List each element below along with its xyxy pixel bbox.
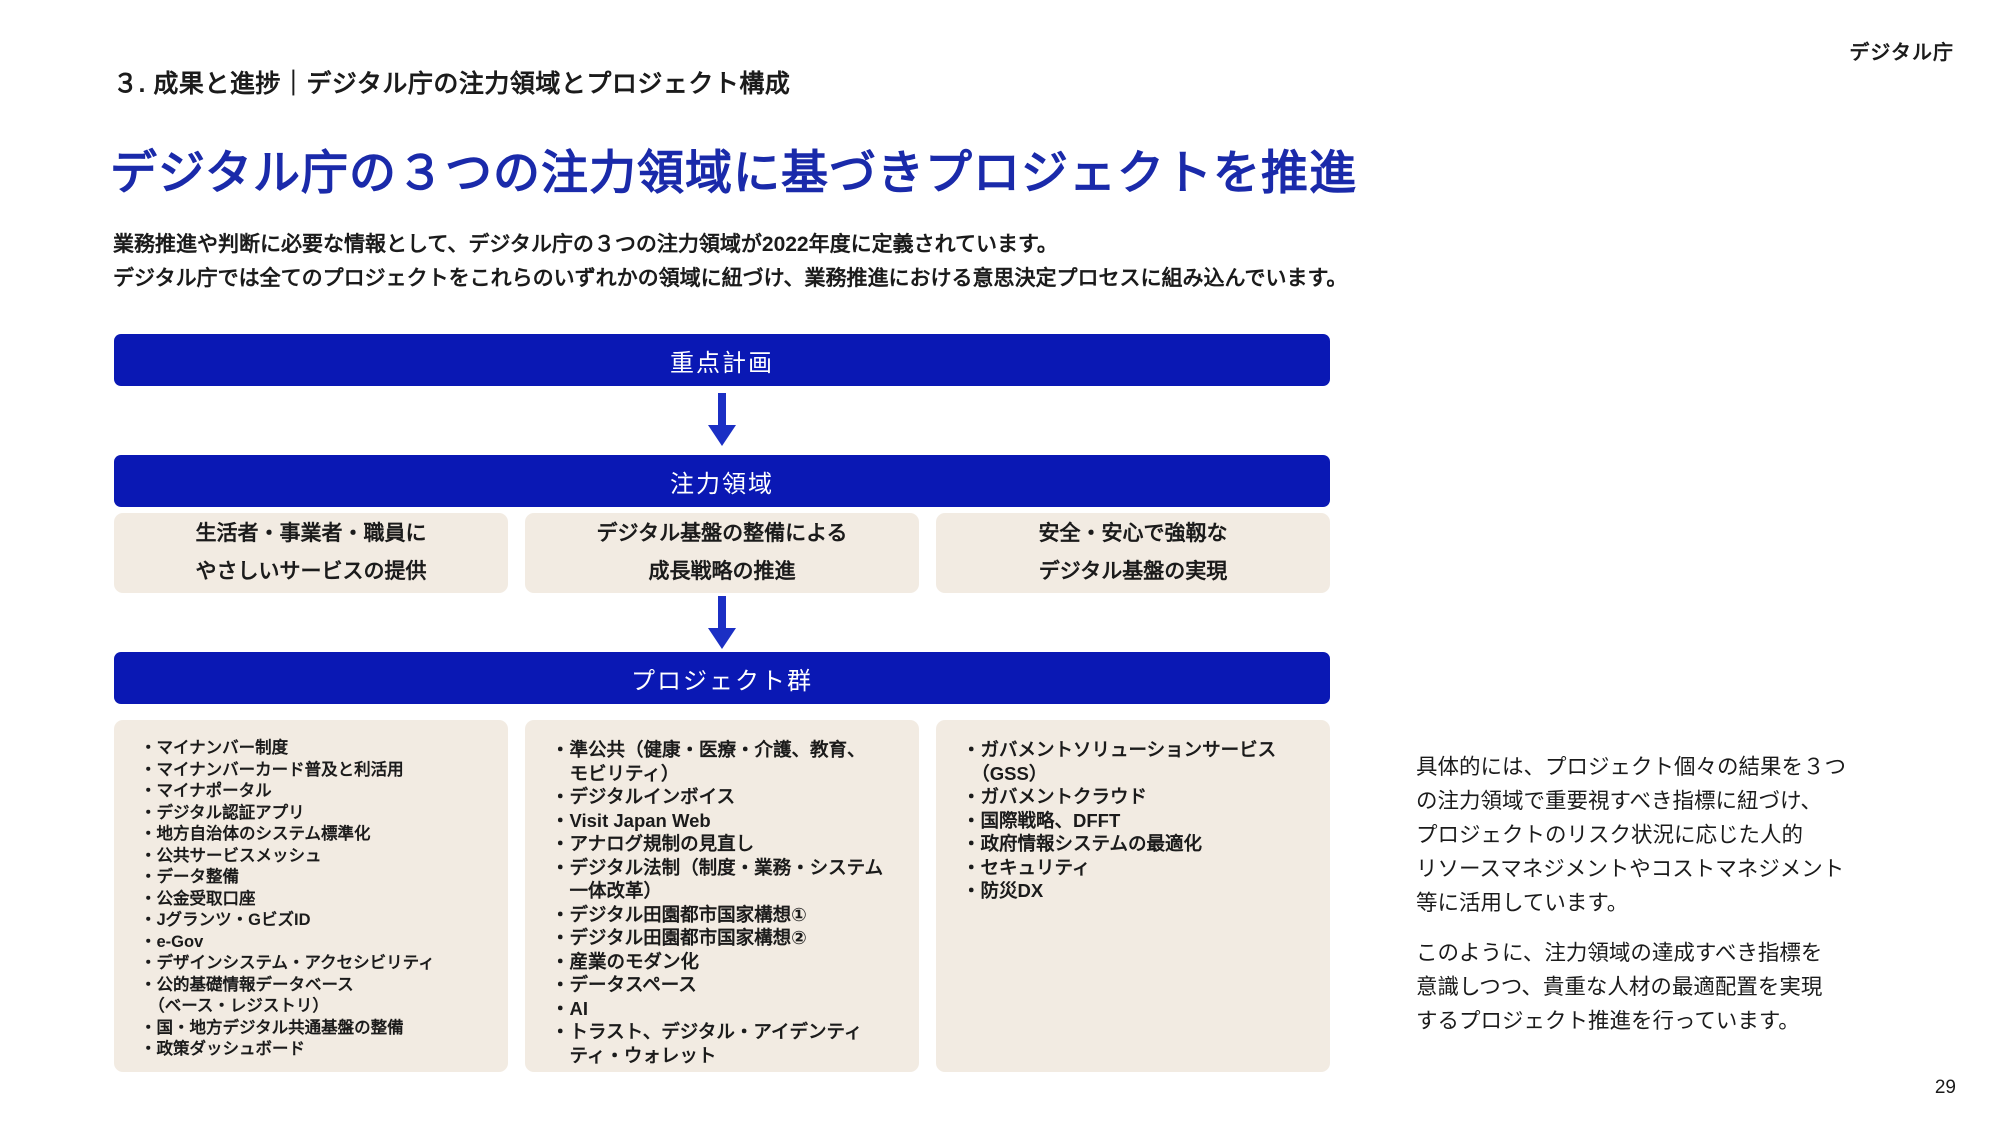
level-bar-focus-areas: 注力領域 [114,455,1330,507]
project-list-safety: ・ガバメントソリューションサービス （GSS）・ガバメントクラウド・国際戦略、D… [936,720,1330,1072]
list-item: ・マイナンバーカード普及と利活用 [140,760,404,779]
list-item: ティ・ウォレット [551,1044,717,1066]
down-arrow-icon [706,393,738,447]
list-item: ・国・地方デジタル共通基盤の整備 [140,1018,404,1037]
list-item: ・ガバメントクラウド [962,786,1148,807]
list-item: ・公的基礎情報データベース [140,975,354,994]
sidebar-note: 具体的には、プロジェクト個々の結果を３つ の注力領域で重要視すべき指標に紐づけ、… [1416,750,1886,1054]
level-bar-project-groups: プロジェクト群 [114,652,1330,704]
list-item: ・準公共（健康・医療・介護、教育、 [551,739,866,760]
list-item: 一体改革） [551,880,663,901]
list-item: ・アナログ規制の見直し [551,833,755,854]
list-item: ・政府情報システムの最適化 [962,833,1202,854]
list-item: ・デジタル田園都市国家構想② [551,927,807,948]
list-item: ・Visit Japan Web [551,809,711,831]
intro-text: 業務推進や判断に必要な情報として、デジタル庁の３つの注力領域が2022年度に定義… [113,233,1348,290]
list-item: ・公金受取口座 [140,889,256,908]
list-item: ・国際戦略、DFFT [962,809,1121,831]
list-item: ・公共サービスメッシュ [140,846,322,865]
list-item: ・地方自治体のシステム標準化 [140,825,371,843]
list-item: ・Jグランツ・GビズID [140,911,311,929]
list-item: ・ガバメントソリューションサービス [962,739,1277,760]
list-item: （GSS） [962,762,1048,784]
focus-area-box-services: 生活者・事業者・職員に やさしいサービスの提供 [114,513,508,593]
note-paragraph: 具体的には、プロジェクト個々の結果を３つ の注力領域で重要視すべき指標に紐づけ、… [1416,755,1847,915]
level-bar-priority-plan: 重点計画 [114,334,1330,386]
project-list-growth: ・準公共（健康・医療・介護、教育、 モビリティ）・デジタルインボイス・Visit… [525,720,919,1072]
list-item: ・トラスト、デジタル・アイデンティ [551,1021,863,1042]
section-header: ３. 成果と進捗｜デジタル庁の注力領域とプロジェクト構成 [113,70,791,98]
list-item: ・デジタル法制（制度・業務・システム [551,856,884,878]
list-item: ・e-Gov [140,932,204,951]
page-number: 29 [1934,1077,1956,1098]
list-item: ・データスペース [551,974,697,995]
list-item: ・セキュリティ [962,856,1091,878]
focus-area-box-growth: デジタル基盤の整備による 成長戦略の推進 [525,513,919,593]
list-item: ・デジタル田園都市国家構想① [551,903,807,925]
list-item: モビリティ） [551,762,680,784]
note-paragraph: このように、注力領域の達成すべき指標を 意識しつつ、貴重な人材の最適配置を実現 … [1416,941,1823,1033]
list-item: ・デジタル認証アプリ [140,803,305,822]
list-item: （ベース・レジストリ） [140,997,329,1015]
list-item: ・デザインシステム・アクセシビリティ [140,954,435,972]
focus-area-box-safety: 安全・安心で強靱な デジタル基盤の実現 [936,513,1330,593]
down-arrow-icon [706,596,738,650]
list-item: ・デジタルインボイス [551,786,736,807]
agency-logo: デジタル庁 [1849,42,1954,64]
list-item: ・データ整備 [140,868,239,886]
list-item: ・防災DX [962,880,1044,901]
list-item: ・マイナポータル [140,782,272,800]
project-list-services: ・マイナンバー制度・マイナンバーカード普及と利活用・マイナポータル・デジタル認証… [114,720,508,1072]
list-item: ・AI [551,997,589,1019]
list-item: ・政策ダッシュボード [140,1040,305,1058]
list-item: ・産業のモダン化 [551,950,700,972]
list-item: ・マイナンバー制度 [140,739,289,757]
page-title: デジタル庁の３つの注力領域に基づきプロジェクトを推進 [110,146,1358,199]
